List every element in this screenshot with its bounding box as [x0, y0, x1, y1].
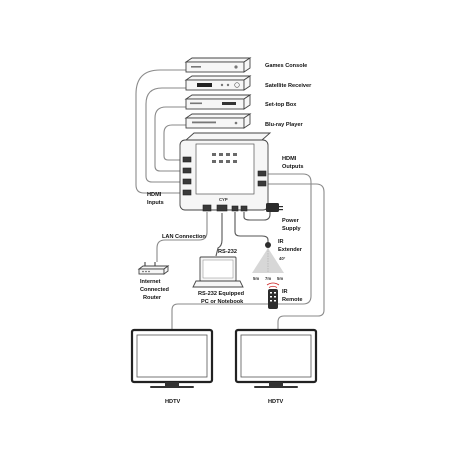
cable-ir [234, 212, 269, 243]
matrix-input-ports [182, 156, 192, 196]
cable-lan [156, 212, 208, 262]
ir-range-mid: 7m [265, 276, 271, 281]
cable-power [243, 211, 271, 221]
cable-output-2 [268, 183, 325, 330]
pc-label-2: PC or Notebook [201, 299, 244, 305]
lan-connection-label: LAN Connection [162, 234, 206, 240]
cable-satellite-receiver [145, 87, 186, 183]
matrix-button-grid [212, 153, 237, 163]
router-label-1: Internet [140, 279, 161, 285]
hdmi-outputs-label-2: Outputs [282, 164, 303, 170]
hdtv-icon-left [130, 328, 214, 388]
ir-angle-label: 40° [279, 256, 286, 261]
ir-extender-icon [252, 242, 284, 273]
bluray-player-icon [184, 113, 252, 129]
pc-label-1: RS-232 Equipped [198, 291, 245, 297]
hdmi-outputs-label-1: HDMI [282, 156, 297, 162]
rs232-label: RS-232 [218, 249, 237, 255]
cable-rs232 [215, 213, 223, 257]
hdtv-left-label: HDTV [165, 399, 180, 405]
cable-bluray-player [163, 124, 186, 161]
hdmi-matrix-icon: CYP [179, 132, 272, 212]
cable-games-console [135, 69, 186, 194]
bluray-player-label: Blu-ray Player [265, 122, 303, 128]
power-supply-label-2: Supply [282, 226, 302, 232]
set-top-box-label: Set-top Box [265, 102, 297, 108]
router-label-3: Router [143, 295, 162, 301]
set-top-box-icon [184, 94, 252, 110]
router-label-2: Connected [140, 287, 169, 293]
ir-remote-icon [266, 282, 280, 309]
cable-set-top-box [154, 106, 186, 172]
games-console-icon [184, 57, 252, 73]
satellite-receiver-icon [184, 75, 252, 91]
matrix-bottom-ports [202, 204, 248, 212]
power-adapter-icon [266, 203, 283, 212]
satellite-receiver-label: Satellite Receiver [265, 83, 312, 89]
laptop-icon [192, 256, 244, 288]
hdtv-right-label: HDTV [268, 399, 283, 405]
ir-range-right: 5m [277, 276, 283, 281]
matrix-output-ports [257, 170, 267, 187]
ir-extender-label-1: IR [278, 239, 284, 245]
power-supply-label-1: Power [282, 218, 300, 224]
hdtv-icon-right [234, 328, 318, 388]
cable-output-1 [171, 173, 312, 330]
ir-remote-label-2: Remote [282, 297, 303, 303]
router-icon [137, 262, 170, 275]
ir-range-left: 5m [253, 276, 259, 281]
ir-extender-label-2: Extender [278, 247, 303, 253]
games-console-label: Games Console [265, 63, 307, 69]
matrix-brand-label: CYP [219, 197, 228, 202]
hdmi-inputs-label-1: HDMI [147, 192, 162, 198]
hdmi-inputs-label-2: Inputs [147, 200, 164, 206]
ir-remote-label-1: IR [282, 289, 288, 295]
cables [135, 69, 325, 330]
